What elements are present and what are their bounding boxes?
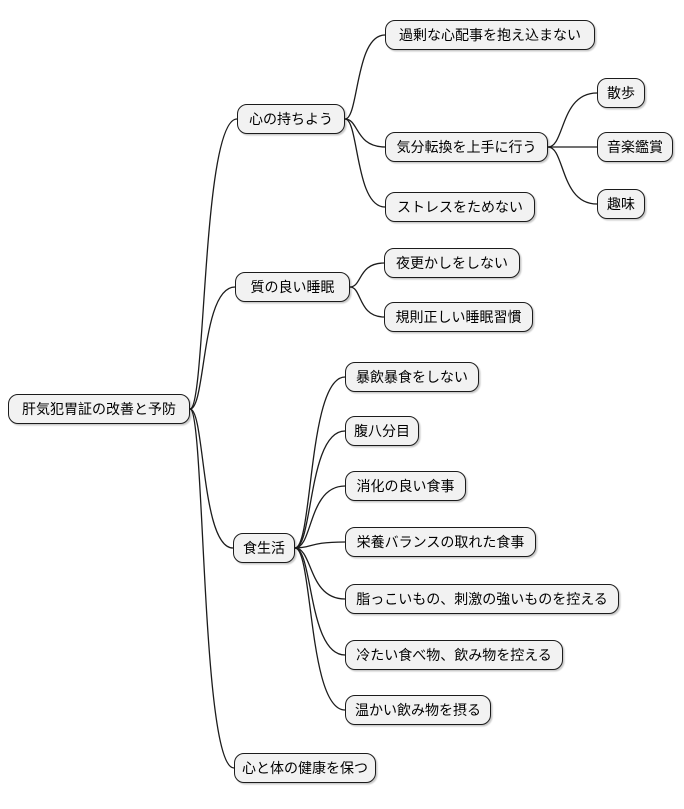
node-no-late-nights[interactable]: 夜更かしをしない <box>384 248 520 278</box>
connector-mindset-worry <box>344 34 386 120</box>
node-quality-sleep[interactable]: 質の良い睡眠 <box>235 272 350 302</box>
node-eat-moderately[interactable]: 腹八分目 <box>345 416 419 446</box>
node-avoid-greasy-spicy[interactable]: 脂っこいもの、刺激の強いものを控える <box>345 584 619 614</box>
node-music[interactable]: 音楽鑑賞 <box>597 132 673 162</box>
node-mindset[interactable]: 心の持ちよう <box>237 104 345 134</box>
connector-diet-balance <box>294 541 346 549</box>
connector-root-health <box>189 408 235 769</box>
node-root[interactable]: 肝気犯胃証の改善と予防 <box>8 394 190 424</box>
node-balanced-diet[interactable]: 栄養バランスの取れた食事 <box>345 527 536 557</box>
node-excess-worry[interactable]: 過剰な心配事を抱え込まない <box>385 20 595 50</box>
connector-mindset-refresh <box>344 118 386 148</box>
connector-refresh-walk <box>547 92 598 148</box>
node-mind-body-health[interactable]: 心と体の健康を保つ <box>234 753 376 783</box>
node-no-stress[interactable]: ストレスをためない <box>385 192 535 222</box>
connector-diet-cold <box>294 547 346 656</box>
node-regular-sleep-habits[interactable]: 規則正しい睡眠習慣 <box>384 302 533 332</box>
connector-refresh-hobby <box>547 146 598 205</box>
node-warm-drinks[interactable]: 温かい飲み物を摂る <box>345 695 491 725</box>
connector-diet-greasy <box>294 547 346 600</box>
node-digestible-food[interactable]: 消化の良い食事 <box>345 471 466 501</box>
connector-mindset-stress <box>344 118 386 208</box>
connector-diet-overeat <box>294 376 346 549</box>
connector-root-mindset <box>189 118 238 410</box>
connector-sleep-regular <box>349 286 385 318</box>
node-diet[interactable]: 食生活 <box>233 533 295 563</box>
node-mood-change[interactable]: 気分転換を上手に行う <box>385 132 548 162</box>
connector-sleep-latenight <box>349 262 385 288</box>
node-hobby[interactable]: 趣味 <box>597 189 645 219</box>
connector-root-diet <box>189 408 234 549</box>
connector-diet-digest <box>294 485 346 549</box>
node-walk[interactable]: 散歩 <box>597 78 645 108</box>
connector-diet-eighty <box>294 430 346 549</box>
node-no-overeating[interactable]: 暴飲暴食をしない <box>345 362 479 392</box>
connector-diet-warm <box>294 547 346 711</box>
connector-root-sleep <box>189 286 236 410</box>
node-avoid-cold-food-drink[interactable]: 冷たい食べ物、飲み物を控える <box>345 640 563 670</box>
